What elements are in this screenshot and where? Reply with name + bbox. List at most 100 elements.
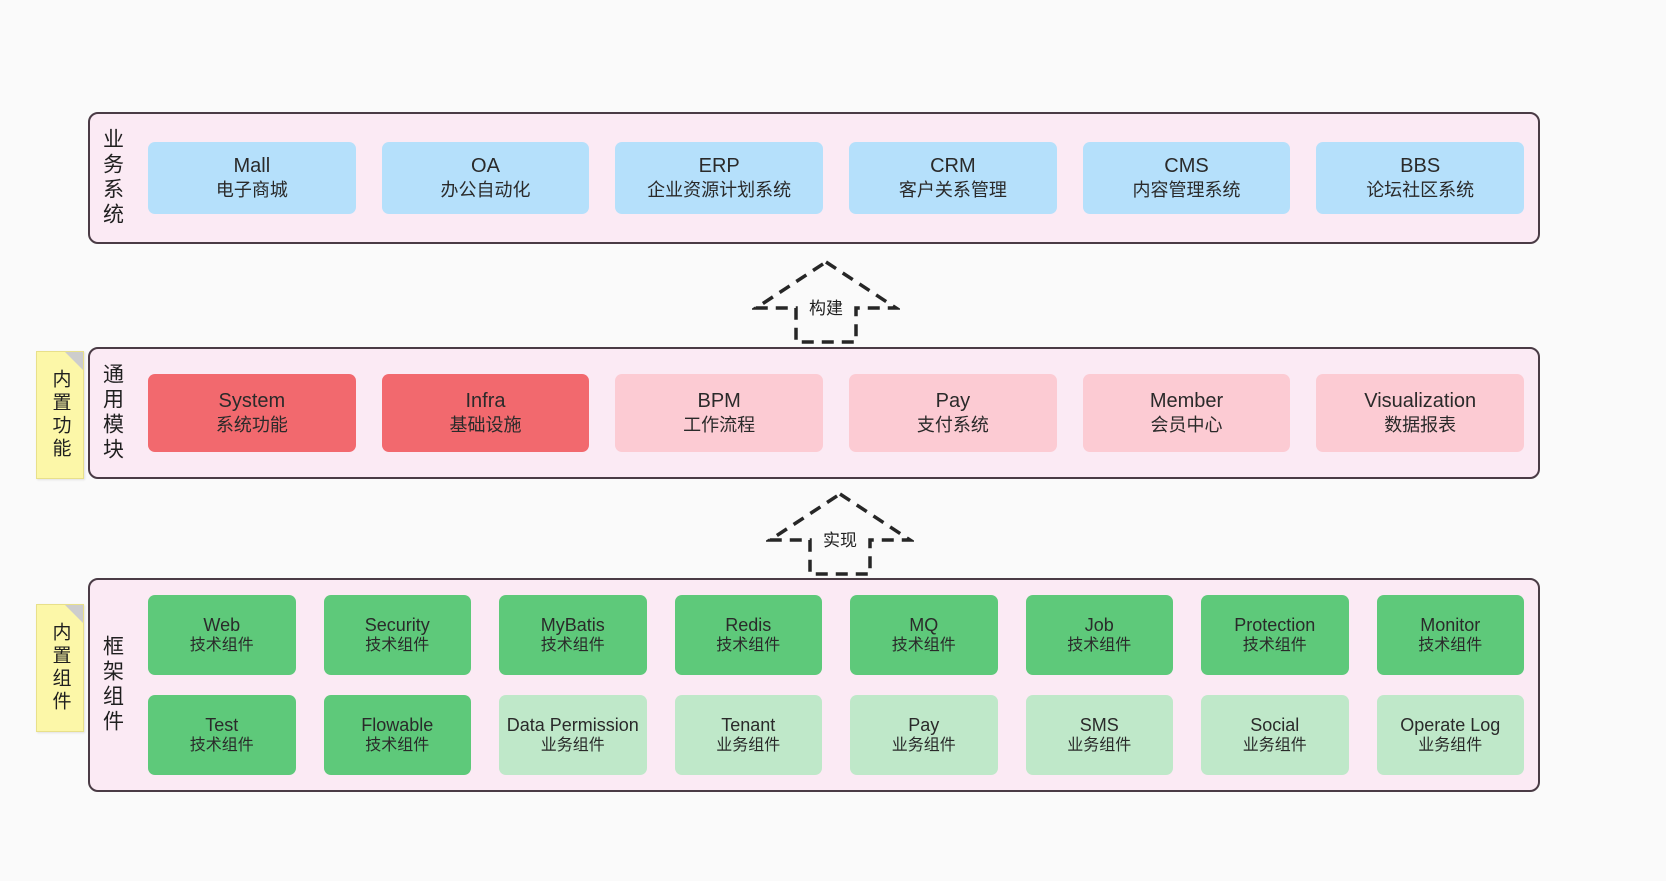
- card-visualization-cn: 数据报表: [1384, 415, 1457, 436]
- card-erp-cn: 企业资源计划系统: [647, 180, 792, 201]
- card-social[interactable]: Social 业务组件: [1201, 695, 1349, 775]
- card-cms[interactable]: CMS 内容管理系统: [1082, 142, 1291, 214]
- card-mybatis[interactable]: MyBatis 技术组件: [499, 595, 647, 675]
- card-monitor-en: Monitor: [1420, 614, 1481, 635]
- card-job-en: Job: [1084, 614, 1114, 635]
- card-flowable-en: Flowable: [361, 714, 434, 735]
- card-system[interactable]: System 系统功能: [148, 374, 356, 452]
- layer-common-title: 通用模块: [100, 363, 124, 463]
- card-crm[interactable]: CRM 客户关系管理: [849, 142, 1057, 214]
- card-security-cn: 技术组件: [365, 637, 430, 655]
- card-pay-component[interactable]: Pay 业务组件: [850, 695, 998, 775]
- sticky-note-builtin-features: 内置功能: [36, 351, 84, 479]
- card-test[interactable]: Test 技术组件: [148, 695, 296, 775]
- card-oa[interactable]: OA 办公自动化: [381, 142, 590, 214]
- card-sms-en: SMS: [1079, 714, 1119, 735]
- card-web[interactable]: Web 技术组件: [148, 595, 296, 675]
- card-redis-cn: 技术组件: [716, 637, 781, 655]
- layer-business-body: Mall 电子商城 OA 办公自动化 ERP 企业资源计划系统 CRM 客户关系…: [134, 114, 1538, 242]
- connector-realize-arrow: 实现: [766, 490, 914, 578]
- sticky-note-builtin-features-label: 内置功能: [49, 369, 71, 461]
- card-sms[interactable]: SMS 业务组件: [1025, 695, 1173, 775]
- card-mybatis-en: MyBatis: [540, 614, 605, 635]
- layer-business-systems: 业务系统 Mall 电子商城 OA 办公自动化 ERP 企业资源计划系统 CRM…: [88, 112, 1540, 244]
- card-bpm-en: BPM: [697, 390, 741, 413]
- card-flowable-cn: 技术组件: [365, 737, 430, 755]
- connector-build-arrow-icon: [752, 259, 900, 344]
- connector-realize-arrow-icon: [766, 491, 914, 576]
- card-member-cn: 会员中心: [1150, 415, 1223, 436]
- layer-business-title: 业务系统: [100, 128, 124, 228]
- card-operate-log-en: Operate Log: [1400, 714, 1501, 735]
- card-visualization[interactable]: Visualization 数据报表: [1316, 374, 1525, 452]
- layer-framework-components: 框架组件 Web 技术组件 Security 技术组件 MyBatis 技术组件…: [88, 578, 1540, 792]
- card-protection-cn: 技术组件: [1242, 637, 1307, 655]
- common-row: System 系统功能 Infra 基础设施 BPM 工作流程 Pay 支付系统…: [148, 374, 1525, 452]
- card-pay-module-en: Pay: [935, 390, 971, 413]
- card-crm-en: CRM: [930, 155, 976, 178]
- card-job-cn: 技术组件: [1067, 637, 1132, 655]
- card-oa-cn: 办公自动化: [440, 180, 531, 201]
- layer-framework-title: 框架组件: [100, 635, 124, 735]
- layer-common-body: System 系统功能 Infra 基础设施 BPM 工作流程 Pay 支付系统…: [134, 349, 1538, 477]
- sticky-note-builtin-components: 内置组件: [36, 604, 84, 732]
- card-security[interactable]: Security 技术组件: [323, 595, 471, 675]
- card-protection-en: Protection: [1234, 614, 1316, 635]
- card-cms-cn: 内容管理系统: [1132, 180, 1241, 201]
- card-test-en: Test: [205, 714, 239, 735]
- card-erp[interactable]: ERP 企业资源计划系统: [615, 142, 824, 214]
- card-bbs-cn: 论坛社区系统: [1366, 180, 1475, 201]
- card-tenant-cn: 业务组件: [716, 737, 781, 755]
- card-member[interactable]: Member 会员中心: [1082, 374, 1291, 452]
- card-pay-module-cn: 支付系统: [916, 415, 989, 436]
- card-mq-cn: 技术组件: [891, 637, 956, 655]
- card-cms-en: CMS: [1164, 155, 1209, 178]
- card-mall[interactable]: Mall 电子商城: [148, 142, 356, 214]
- card-bbs[interactable]: BBS 论坛社区系统: [1316, 142, 1525, 214]
- card-web-cn: 技术组件: [189, 637, 254, 655]
- card-redis[interactable]: Redis 技术组件: [674, 595, 822, 675]
- card-protection[interactable]: Protection 技术组件: [1201, 595, 1349, 675]
- framework-row-tech: Web 技术组件 Security 技术组件 MyBatis 技术组件 Redi…: [148, 595, 1524, 675]
- card-redis-en: Redis: [725, 614, 772, 635]
- card-system-en: System: [218, 390, 286, 413]
- card-pay-component-cn: 业务组件: [891, 737, 956, 755]
- card-job[interactable]: Job 技术组件: [1025, 595, 1173, 675]
- card-monitor[interactable]: Monitor 技术组件: [1376, 595, 1524, 675]
- card-member-en: Member: [1149, 390, 1224, 413]
- card-pay-component-en: Pay: [908, 714, 940, 735]
- card-tenant[interactable]: Tenant 业务组件: [674, 695, 822, 775]
- card-mq-en: MQ: [909, 614, 939, 635]
- card-operate-log[interactable]: Operate Log 业务组件: [1376, 695, 1524, 775]
- card-data-permission-en: Data Permission: [506, 714, 639, 735]
- card-data-permission-cn: 业务组件: [540, 737, 605, 755]
- card-mq[interactable]: MQ 技术组件: [850, 595, 998, 675]
- card-data-permission[interactable]: Data Permission 业务组件: [499, 695, 647, 775]
- card-mall-en: Mall: [233, 155, 271, 178]
- card-pay-module[interactable]: Pay 支付系统: [849, 374, 1057, 452]
- card-system-cn: 系统功能: [215, 415, 288, 436]
- card-sms-cn: 业务组件: [1067, 737, 1132, 755]
- card-mall-cn: 电子商城: [215, 180, 288, 201]
- card-social-en: Social: [1250, 714, 1300, 735]
- card-bpm-cn: 工作流程: [683, 415, 756, 436]
- card-tenant-en: Tenant: [721, 714, 776, 735]
- card-bbs-en: BBS: [1400, 155, 1441, 178]
- card-visualization-en: Visualization: [1364, 390, 1477, 413]
- card-social-cn: 业务组件: [1242, 737, 1307, 755]
- card-infra[interactable]: Infra 基础设施: [381, 374, 590, 452]
- card-mybatis-cn: 技术组件: [540, 637, 605, 655]
- sticky-note-builtin-components-label: 内置组件: [49, 622, 71, 714]
- card-infra-en: Infra: [465, 390, 506, 413]
- card-test-cn: 技术组件: [189, 737, 254, 755]
- card-infra-cn: 基础设施: [449, 415, 522, 436]
- connector-build-arrow: 构建: [752, 258, 900, 346]
- business-row: Mall 电子商城 OA 办公自动化 ERP 企业资源计划系统 CRM 客户关系…: [148, 142, 1525, 214]
- layer-framework-body: Web 技术组件 Security 技术组件 MyBatis 技术组件 Redi…: [134, 580, 1538, 790]
- layer-common-modules: 通用模块 System 系统功能 Infra 基础设施 BPM 工作流程 Pay…: [88, 347, 1540, 479]
- sticky-fold-corner-icon: [65, 605, 83, 623]
- framework-row-business: Test 技术组件 Flowable 技术组件 Data Permission …: [148, 695, 1524, 775]
- card-flowable[interactable]: Flowable 技术组件: [323, 695, 471, 775]
- card-bpm[interactable]: BPM 工作流程: [615, 374, 824, 452]
